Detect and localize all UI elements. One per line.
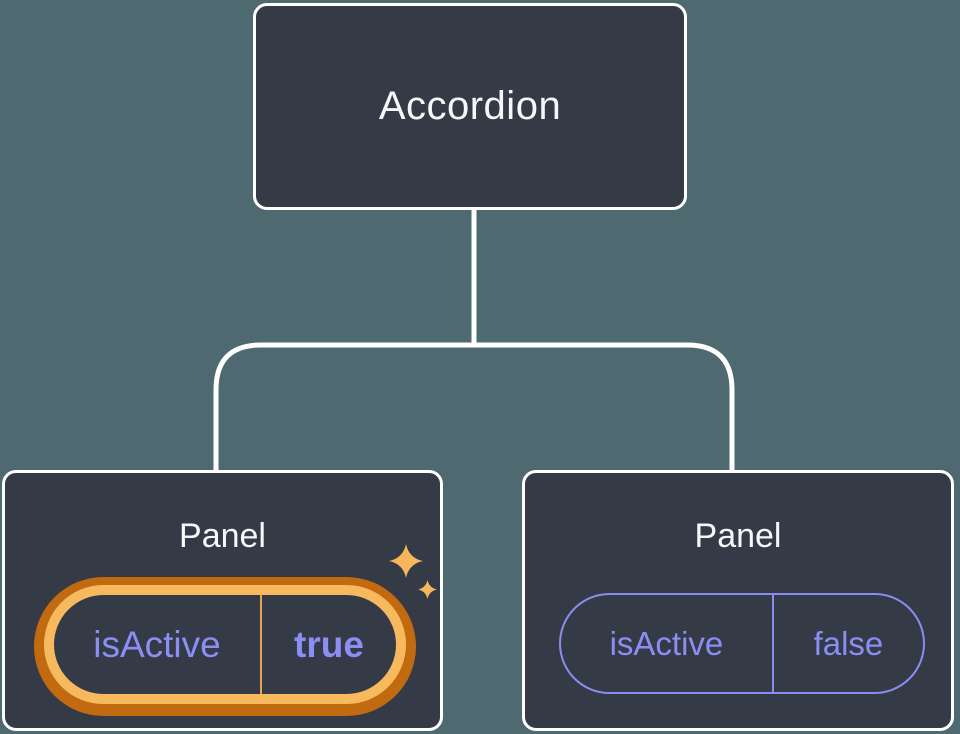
prop-name-label: isActive	[609, 624, 724, 662]
prop-value-cell: true	[260, 595, 396, 694]
prop-name-label: isActive	[93, 623, 221, 665]
state-pill-active: isActive true	[44, 585, 406, 704]
prop-name-cell: isActive	[54, 595, 260, 694]
prop-value-cell: false	[771, 595, 923, 692]
prop-name-cell: isActive	[561, 595, 772, 692]
accordion-node: Accordion	[253, 3, 687, 210]
accordion-node-label: Accordion	[378, 84, 562, 128]
panel-title: Panel	[179, 517, 266, 555]
panel-title: Panel	[694, 517, 782, 555]
sparkle-icon-large	[389, 544, 423, 578]
state-pill-inactive: isActive false	[559, 593, 925, 694]
sparkle-icon-small	[418, 580, 437, 599]
panel-node-inactive: Panel isActive false	[522, 470, 954, 731]
panel-node-active: Panel isActive true	[2, 470, 443, 731]
prop-value-label: false	[813, 624, 884, 662]
prop-value-label: true	[294, 623, 364, 665]
